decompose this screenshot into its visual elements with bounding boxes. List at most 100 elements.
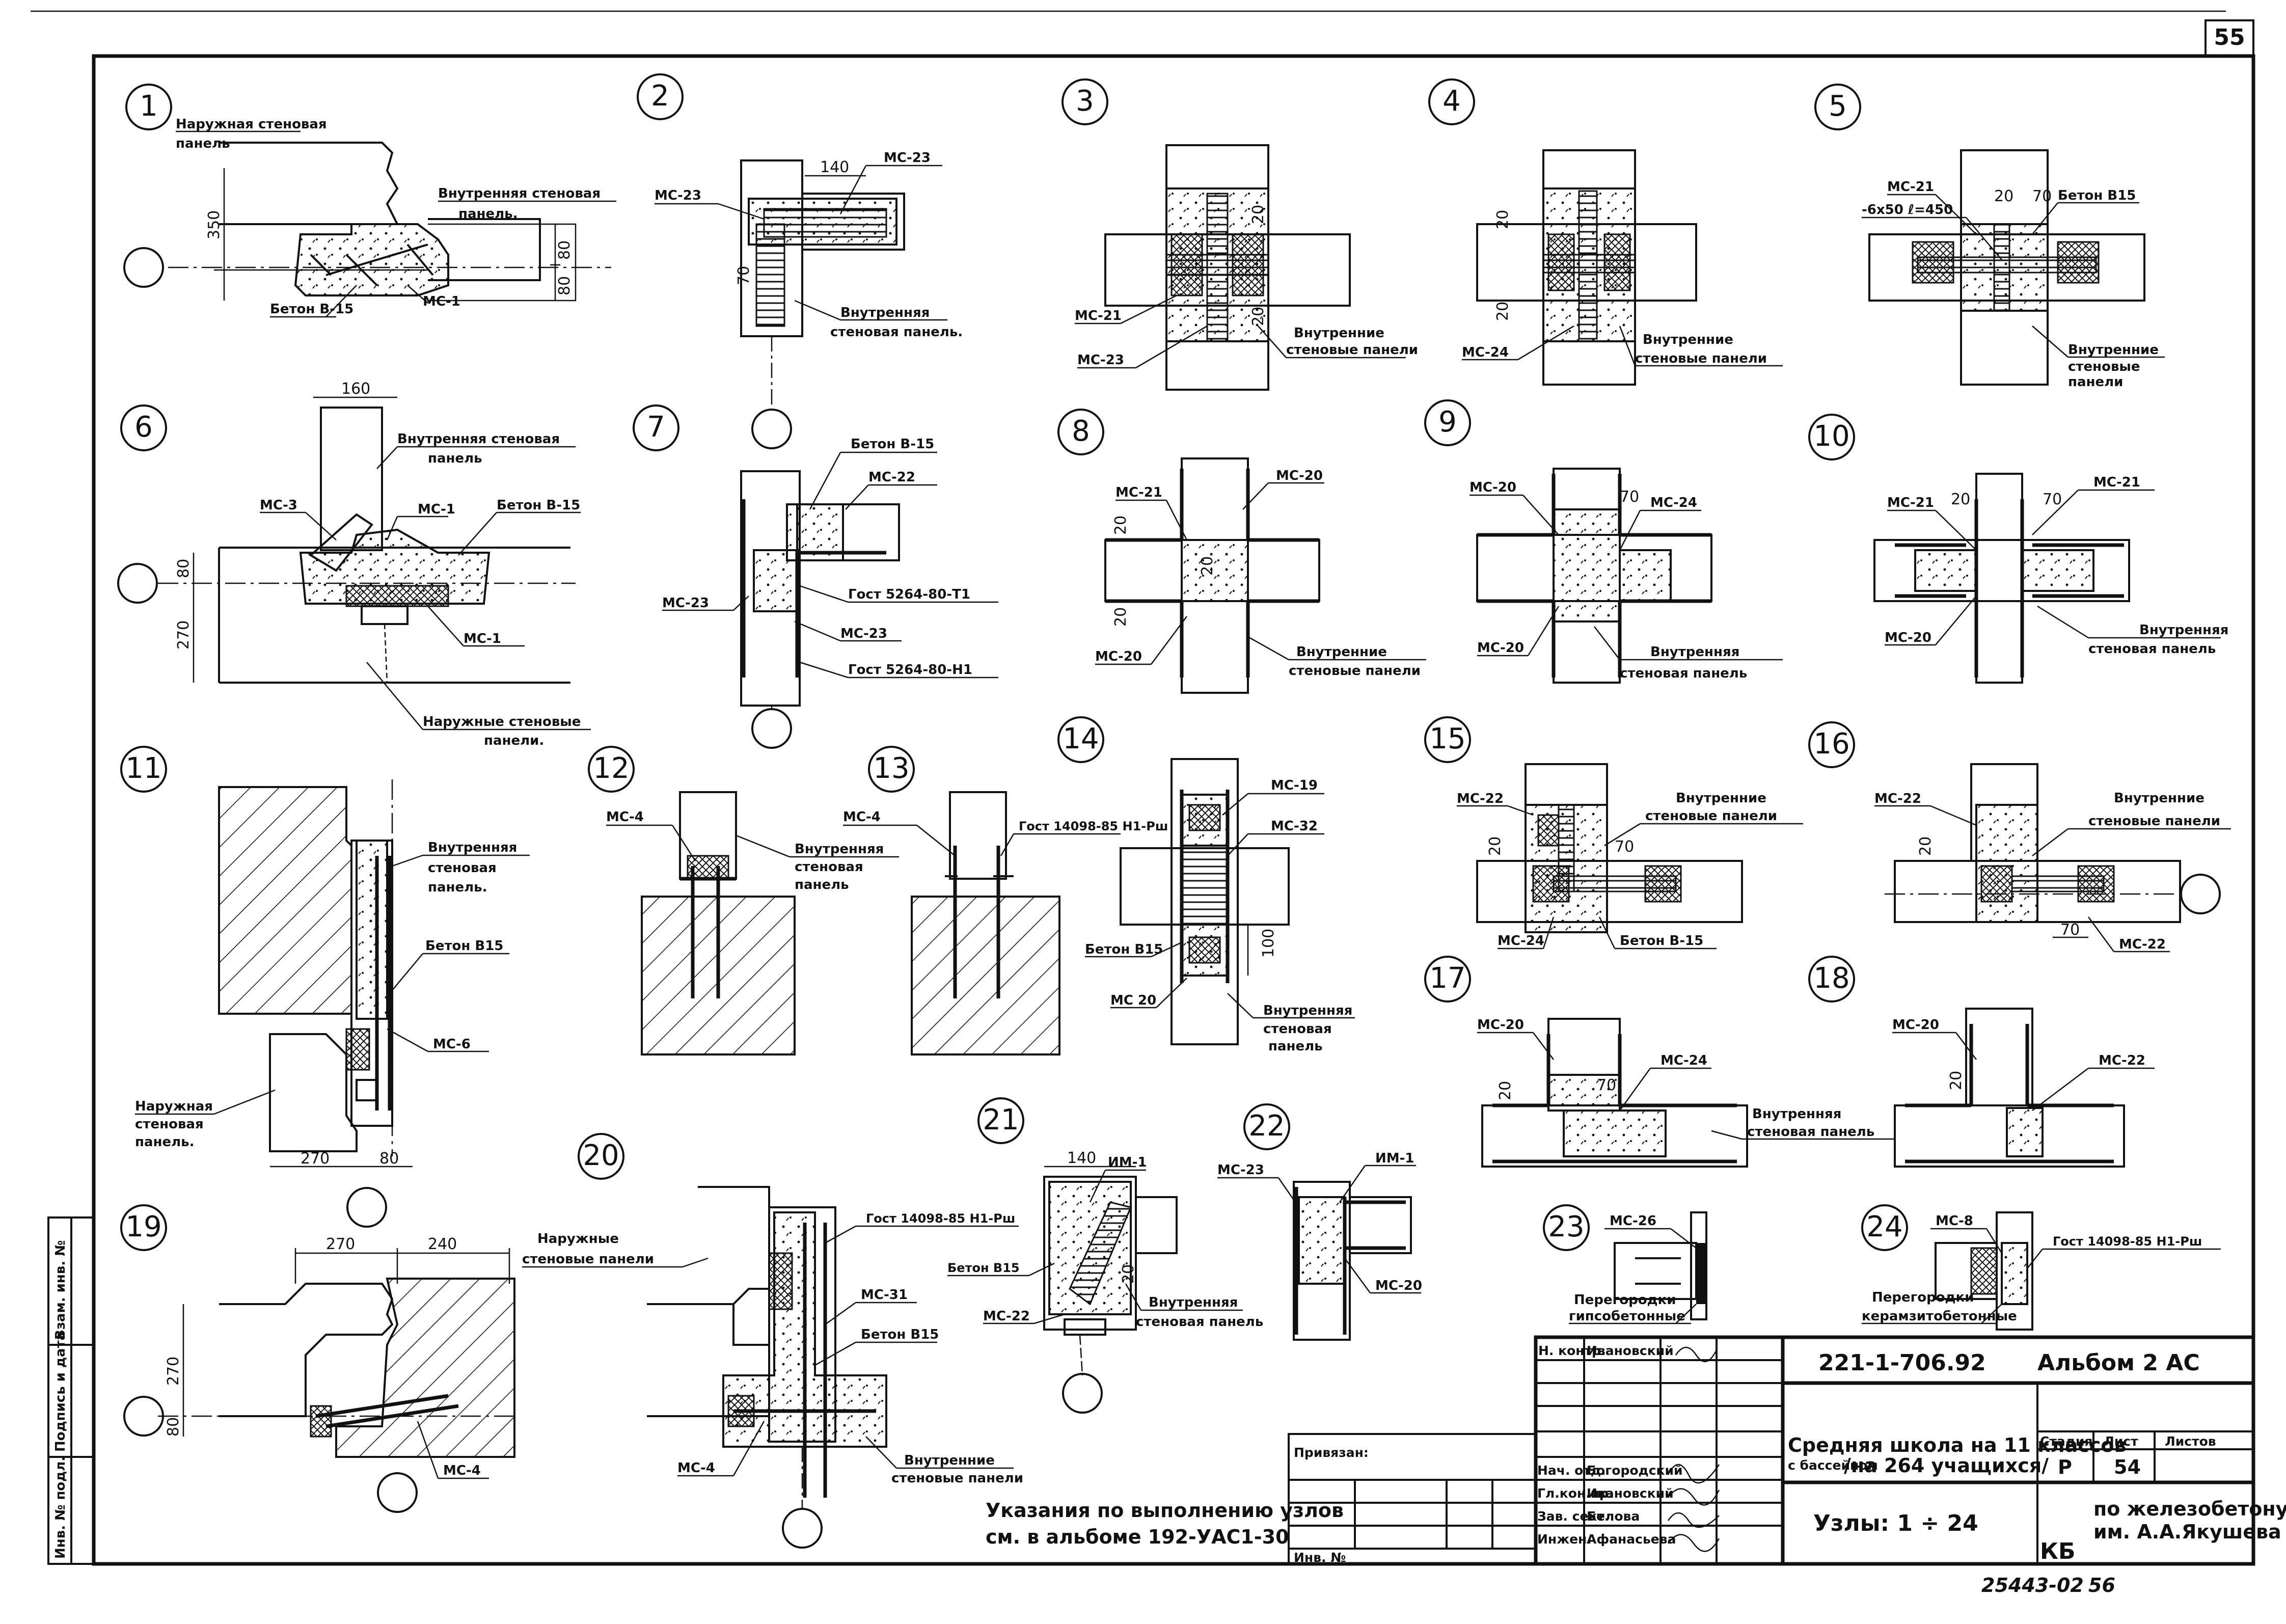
archive-number: 25443-02 [1981, 1574, 2084, 1596]
node-10-label: МС-21 [2093, 475, 2140, 490]
node-20-label: МС-31 [861, 1287, 908, 1303]
node-6: 6 160 80 270 Внутренняя стеновая панель … [117, 380, 591, 748]
node-5-label: панели [2068, 374, 2123, 390]
node-21-dim: 140 [1067, 1149, 1096, 1167]
signature-role: Зав. сект. [1537, 1509, 1609, 1524]
node-14-label: МС-32 [1271, 819, 1318, 834]
node-19-dim: 270 [165, 1357, 182, 1386]
node-7-label: МС-23 [840, 626, 887, 641]
node-1-dim: 350 [205, 210, 223, 239]
node-5-number: 5 [1829, 90, 1847, 123]
stage-header: Стадия [2040, 1434, 2092, 1449]
node-16-label: МС-22 [1874, 791, 1921, 806]
signature-mark [1667, 1534, 1720, 1552]
node-6-label: Бетон В-15 [497, 498, 580, 513]
node-15-number: 15 [1429, 722, 1465, 755]
node-19: 19 270 240 270 80 МС-4 [120, 1204, 515, 1513]
node-11-label: стеновая [428, 860, 497, 876]
node-17-dim: 70 [1597, 1076, 1616, 1094]
node-23-label: Перегородки [1574, 1292, 1676, 1308]
node-9-label: МС-24 [1650, 495, 1697, 510]
node-22-number: 22 [1248, 1109, 1285, 1143]
node-16-number: 16 [1813, 727, 1849, 761]
node-6-dim: 80 [175, 559, 193, 578]
sheet-number: 55 [2214, 24, 2245, 50]
signature-role: Нач. отд. [1537, 1463, 1606, 1478]
node-6-dim: 270 [175, 620, 193, 649]
node-14-label: панель [1268, 1039, 1323, 1054]
node-4-number: 4 [1443, 85, 1461, 118]
node-2-dim: 70 [735, 266, 753, 285]
node-14-label: Внутренняя [1263, 1003, 1352, 1018]
node-6-dim: 160 [341, 380, 370, 398]
node-8-number: 8 [1072, 415, 1090, 448]
execution-note: Указания по выполнению узлов см. в альбо… [986, 1499, 1344, 1548]
node-7-label: МС-23 [662, 596, 709, 611]
node-7-number: 7 [647, 411, 665, 444]
node-19-dim: 80 [165, 1417, 182, 1437]
node-10-label: Внутренняя [2139, 622, 2228, 638]
node-14-label: МС-19 [1271, 778, 1318, 793]
organization-logo: КБ [2040, 1538, 2076, 1564]
signature-mark [1667, 1488, 1720, 1506]
node-14-number: 14 [1063, 722, 1099, 755]
node-17-label: МС-20 [1477, 1017, 1524, 1033]
node-6-label: МС-3 [260, 498, 297, 513]
node-4-dim: 20 [1494, 302, 1512, 321]
node-21-label: Бетон В15 [947, 1261, 1020, 1275]
node-5-dim: 20 [1994, 187, 2013, 205]
organization-line-1: по железобетону [2093, 1498, 2286, 1520]
node-1-label: Внутренняя стеновая [438, 186, 601, 201]
node-8: 8 МС-21 МС-20 МС-20 Внутренние стеновые … [1057, 409, 1426, 694]
node-3-label: МС-23 [1077, 353, 1124, 368]
document-code: 221-1-706.92 [1818, 1350, 1986, 1376]
node-14-dim: 100 [1260, 929, 1277, 958]
node-10-dim: 70 [2043, 491, 2062, 508]
signature-name: Ивановский [1587, 1486, 1674, 1501]
node-9-label: МС-20 [1477, 640, 1524, 656]
node-17-number: 17 [1429, 962, 1465, 995]
album-label: Альбом 2 АС [2037, 1350, 2200, 1376]
project-title-small: с бассейном [1788, 1458, 1878, 1473]
node-9-label: стеновая панель [1620, 666, 1747, 681]
node-8-dim: 20 [1112, 516, 1130, 535]
node-20-label: Наружные [537, 1231, 619, 1247]
inv-label: Инв. № [1294, 1550, 1346, 1565]
node-11: 11 270 80 Внутренняя стеновая панель. Бе… [120, 746, 530, 1228]
node-8-label: Внутренние [1296, 644, 1387, 660]
node-13-number: 13 [873, 752, 909, 785]
node-8-dim: 20 [1199, 556, 1216, 576]
node-2-label: МС-23 [655, 188, 701, 203]
node-7-label: Гост 5264-80-Н1 [848, 662, 972, 678]
node-21-number: 21 [983, 1103, 1019, 1136]
sheet-value: 54 [2114, 1456, 2141, 1478]
node-15-label: МС-22 [1457, 791, 1504, 806]
node-16-label: МС-22 [2119, 937, 2166, 952]
node-2-label: Внутренняя [840, 305, 930, 320]
node-1-label: Бетон В-15 [270, 302, 353, 317]
node-24-label: Гост 14098-85 Н1-Рш [2053, 1234, 2202, 1249]
node-9-label: МС-20 [1469, 480, 1516, 495]
drawing-frame [92, 54, 2255, 1566]
node-8-label: стеновые панели [1289, 663, 1421, 679]
node-15-label: МС-24 [1498, 933, 1544, 949]
bound-label: Привязан: [1294, 1445, 1369, 1460]
node-1-label: МС-1 [423, 294, 460, 309]
signature-name: Богородский [1587, 1463, 1683, 1478]
node-11-label: Наружная [135, 1099, 213, 1114]
node-20: 20 Наружные стеновые панели Гост 14098-8… [522, 1133, 1023, 1549]
signature-role: Инжен. [1537, 1532, 1592, 1547]
node-9-number: 9 [1438, 405, 1457, 439]
node-20-label: Бетон В15 [861, 1327, 939, 1342]
node-6-label: МС-1 [464, 631, 501, 646]
node-7-label: Гост 5264-80-Т1 [848, 587, 970, 602]
node-21: 21 140 ИМ-1 Бетон В15 МС-22 Внутренняя с… [947, 1097, 1263, 1414]
signature-role: Гл.кон.пр. [1537, 1486, 1613, 1501]
node-8-label: МС-21 [1115, 485, 1162, 500]
node-5-label: Внутренние [2068, 342, 2159, 358]
node-15-dim: 70 [1615, 838, 1634, 856]
node-12-label: стеновая [795, 859, 863, 875]
node-20-label: стеновые панели [891, 1471, 1023, 1486]
node-23-number: 23 [1548, 1210, 1584, 1243]
